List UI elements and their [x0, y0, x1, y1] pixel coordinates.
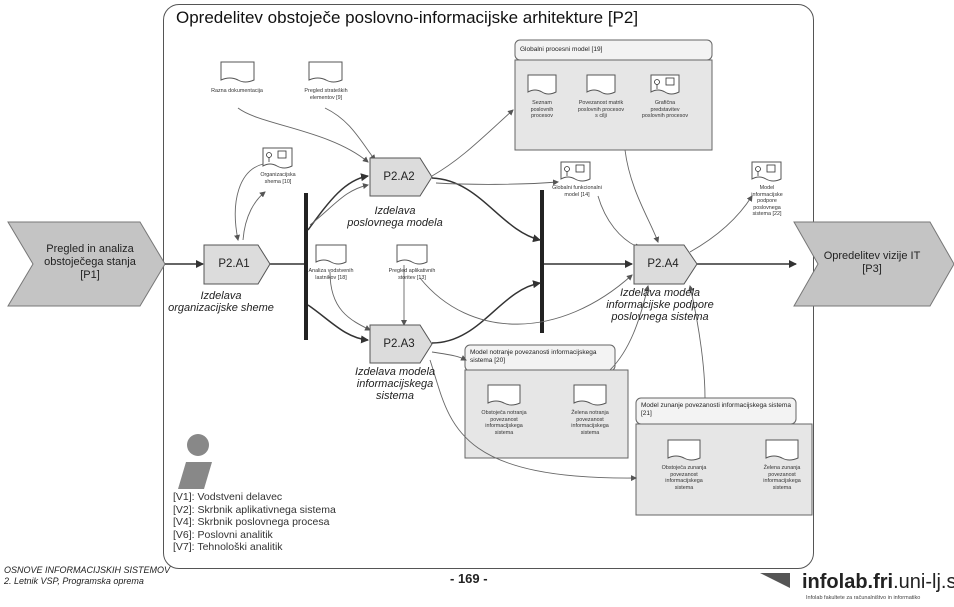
model-icon	[262, 147, 293, 169]
output-p3-label: Opredelitev vizije IT [P3]	[823, 250, 921, 275]
footer-course: OSNOVE INFORMACIJSKIH SISTEMOV 2. Letnik…	[4, 565, 170, 587]
activity-a1-label: Izdelava organizacijske sheme	[168, 290, 274, 314]
group-box-zun	[635, 397, 813, 516]
group-box-gpm	[514, 39, 713, 151]
activity-a4-shape[interactable]	[633, 244, 698, 285]
document-icon	[308, 61, 343, 83]
input-p1-label: Pregled in analiza obstoječega stanja [P…	[44, 243, 136, 281]
document-icon	[765, 439, 799, 461]
logo-part: infolab.	[802, 571, 874, 593]
legend-item: [V2]: Skrbnik aplikativnega sistema	[173, 503, 336, 516]
legend-item: [V7]: Tehnološki analitik	[173, 541, 283, 554]
footer-triangle	[760, 573, 790, 588]
legend-item: [V4]: Skrbnik poslovnega procesa	[173, 516, 330, 529]
infolab-logo: infolab.fri.uni-lj.si	[802, 571, 954, 594]
output-chevron-p3	[793, 221, 954, 307]
doc-label: Model informacijske podpore poslovnega s…	[751, 185, 783, 218]
activity-a3-shape[interactable]	[369, 324, 433, 364]
doc-label: Pregled aplikativnih storitev [13]	[388, 268, 436, 281]
group-item-label: Želena notranja povezanost informacijske…	[571, 410, 609, 436]
info-icon	[178, 434, 212, 489]
activity-a1-id[interactable]: P2.A1	[218, 258, 250, 270]
activity-a1-shape[interactable]	[203, 244, 271, 285]
group-item-label: Grafična predstavitev poslovnih procesov	[641, 100, 689, 120]
activity-a4-id[interactable]: P2.A4	[647, 258, 679, 270]
legend-item: [V6]: Poslovni analitik	[173, 528, 273, 541]
activity-a2-shape[interactable]	[369, 157, 433, 197]
document-icon	[527, 74, 557, 95]
logo-part: .uni-lj.si	[893, 571, 954, 593]
group-item-label: Povezanost matrik poslovnih procesov s c…	[577, 100, 625, 120]
footer-line1: OSNOVE INFORMACIJSKIH SISTEMOV	[4, 565, 171, 575]
infolab-subtitle: Infolab fakultete za računalništvo in in…	[806, 595, 921, 601]
group-title-notr: Model notranje povezanosti informacijske…	[470, 349, 597, 364]
document-icon	[487, 384, 521, 406]
group-item-label: Seznam poslovnih procesov	[530, 100, 554, 120]
activity-a2-label: Izdelava poslovnega modela	[347, 205, 443, 229]
doc-label: Globalni funkcionalni model [14]	[552, 185, 602, 198]
group-item-label: Obstoječa zunanja povezanost informacijs…	[661, 465, 707, 491]
doc-label: Razna dokumentacija	[211, 88, 263, 94]
doc-label: Organizacijska shema [10]	[260, 172, 296, 185]
diagram-title: Opredelitev obstoječe poslovno-informaci…	[176, 8, 639, 27]
activity-a4-label: Izdelava modela informacijske podpore po…	[606, 287, 714, 323]
junction-bar-right	[540, 190, 544, 333]
doc-label: Analiza vodstvenih lastnikov [18]	[308, 268, 354, 281]
input-chevron-p1	[7, 221, 166, 307]
document-icon	[396, 244, 428, 265]
junction-bar-left	[304, 193, 308, 340]
model-icon	[751, 161, 782, 182]
activity-a2-id[interactable]: P2.A2	[383, 171, 415, 183]
group-item-label: Želena zunanja povezanost informacijskeg…	[763, 465, 801, 491]
group-title-gpm: Globalni procesni model [19]	[520, 46, 603, 53]
doc-label: Pregled strateških elementov [9]	[304, 88, 348, 101]
document-icon	[667, 439, 701, 461]
activity-a3-label: Izdelava modela informacijskega sistema	[354, 366, 436, 402]
model-icon	[560, 161, 591, 182]
activity-a3-id[interactable]: P2.A3	[383, 338, 415, 350]
group-item-label: Obstoječa notranja povezanost informacij…	[481, 410, 527, 436]
document-icon	[315, 244, 347, 265]
footer-line2: 2. Letnik VSP, Programska oprema	[4, 576, 144, 586]
page-number: - 169 -	[450, 571, 488, 586]
document-icon	[220, 61, 255, 83]
role-legend: [V1]: Vodstveni delavec [V2]: Skrbnik ap…	[173, 491, 336, 554]
group-title-zun: Model zunanje povezanosti informacijskeg…	[641, 402, 791, 417]
legend-item: [V1]: Vodstveni delavec	[173, 491, 283, 503]
document-icon	[573, 384, 607, 406]
logo-part: fri	[873, 571, 894, 593]
document-icon	[586, 74, 616, 95]
